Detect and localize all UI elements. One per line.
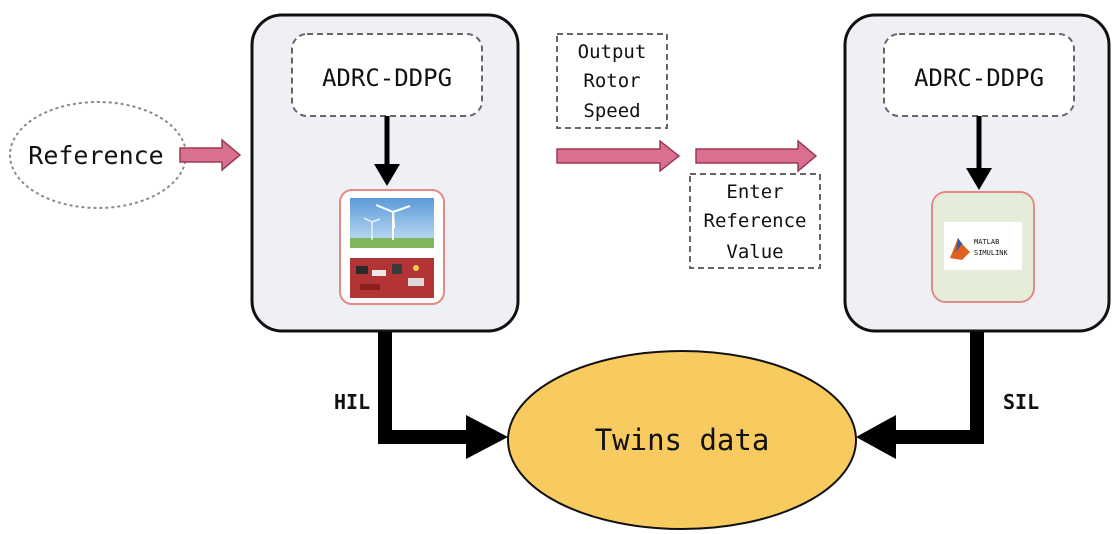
enter-note-line1: Enter [726, 181, 783, 203]
hil-connector [378, 332, 470, 444]
hil-arrowhead [466, 415, 508, 459]
output-note-line3: Speed [583, 100, 640, 122]
enter-note-line2: Reference [704, 210, 807, 232]
hil-hardware-image [339, 189, 445, 305]
output-arrow [556, 139, 681, 173]
sil-arrowhead [856, 415, 896, 459]
sil-label: SIL [1003, 390, 1039, 414]
enter-reference-value-note: Enter Reference Value [689, 173, 821, 269]
hil-label: HIL [334, 390, 370, 414]
reference-to-controller-arrow [179, 138, 242, 172]
sil-block: ADRC-DDPG MATLAB SIMULINK [843, 13, 1111, 333]
twins-data-node: Twins data [507, 350, 857, 530]
enter-note-line3: Value [726, 241, 783, 263]
hil-controller-down-arrow [374, 164, 400, 186]
output-note-line1: Output [578, 41, 647, 63]
logo-text-line2: SIMULINK [974, 249, 1009, 257]
sil-controller-down-arrow [966, 168, 992, 190]
hil-block: ADRC-DDPG [250, 13, 520, 333]
logo-text-line1: MATLAB [974, 238, 999, 246]
reference-node: Reference [9, 101, 187, 209]
reference-label: Reference [28, 141, 163, 170]
output-rotor-speed-note: Output Rotor Speed [556, 33, 668, 129]
enter-arrow [695, 139, 818, 173]
matlab-simulink-logo: MATLAB SIMULINK [931, 191, 1035, 303]
sil-controller-label: ADRC-DDPG [914, 64, 1044, 92]
twins-data-label: Twins data [595, 423, 770, 457]
sil-connector [892, 332, 984, 444]
hil-controller-box [291, 33, 483, 117]
sil-controller-box [883, 33, 1075, 117]
hil-controller-label: ADRC-DDPG [322, 64, 452, 92]
output-note-line2: Rotor [583, 70, 640, 92]
matlab-membrane-icon [950, 238, 970, 260]
